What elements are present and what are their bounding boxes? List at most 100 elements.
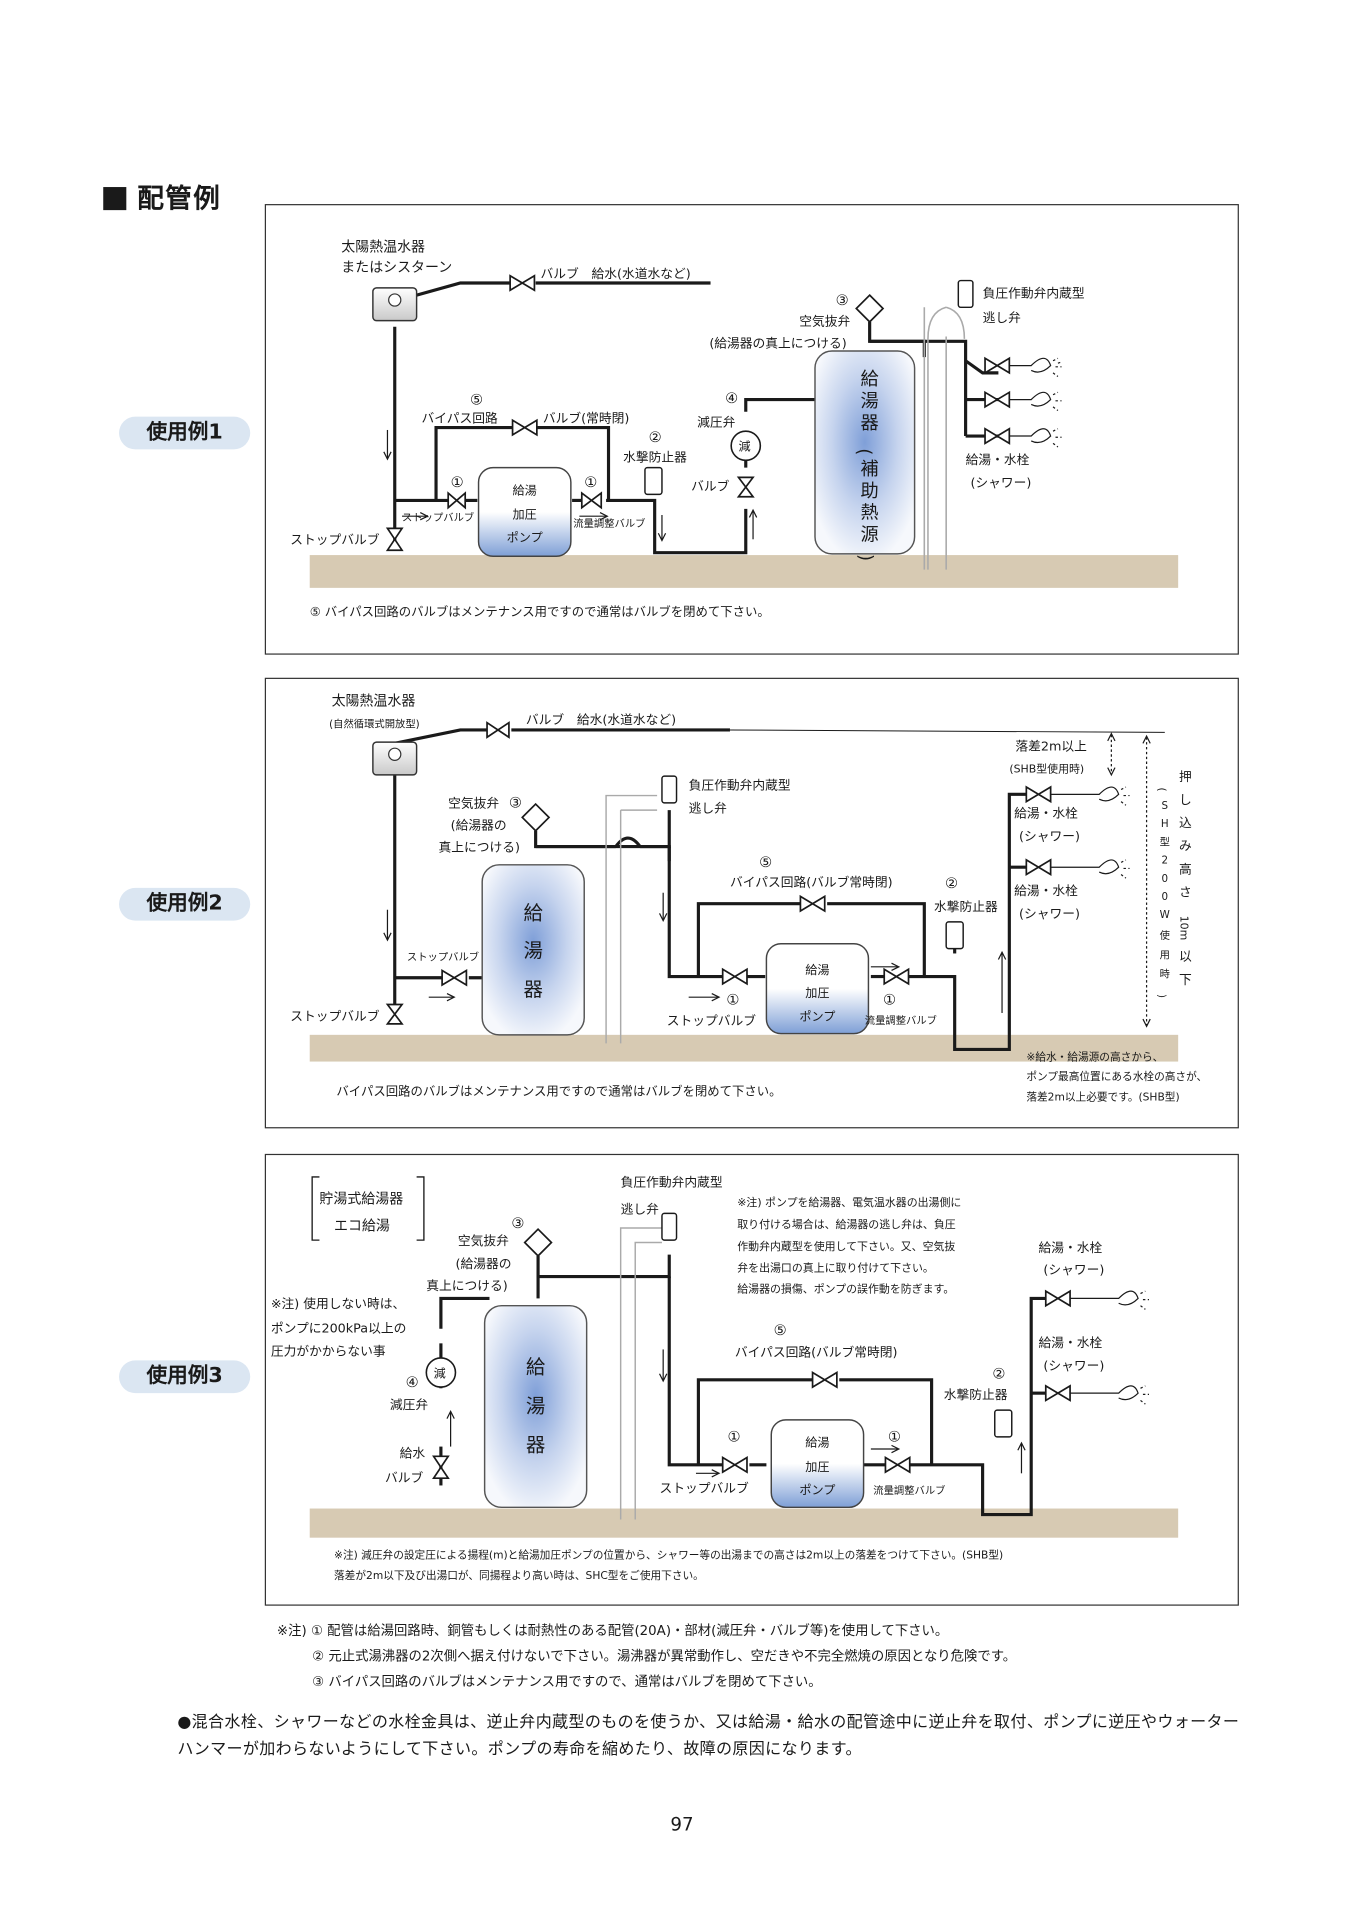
prv-number: ④ [406, 1374, 419, 1391]
water-heater-tank [483, 1304, 588, 1509]
vertical-char: W [1160, 909, 1170, 921]
air-vent-note-2: 真上につける) [438, 840, 519, 855]
relief-valve-label-2: 逃し弁 [983, 311, 1021, 326]
labels-2: 太陽熱温水器 (自然循環式開放型) バルブ 給水(水道水など) ③ 空気抜弁 (… [290, 694, 1207, 1104]
bypass-number: ⑤ [774, 1322, 787, 1339]
relief-pipe [619, 1227, 662, 1520]
diagram-panel-2: 太陽熱温水器 (自然循環式開放型) バルブ 給水(水道水など) ③ 空気抜弁 (… [264, 677, 1239, 1129]
flow-arrows [383, 429, 758, 542]
vertical-char: 時 [1160, 969, 1170, 981]
supply-valve-label: バルブ 給水(水道水など) [526, 712, 676, 728]
shower-head-icons [1009, 357, 1062, 448]
heater-vertical-label: 給 湯 器 [523, 901, 543, 1001]
vertical-char: し [1179, 793, 1192, 808]
vertical-char: 使 [1160, 929, 1171, 942]
flow-valve-label: 流量調整バルブ [865, 1014, 937, 1027]
flow-valve-label: 流量調整バルブ [873, 1484, 945, 1497]
hammer-number: ② [992, 1366, 1005, 1383]
relief-valve-label: 負圧作動弁内蔵型 [621, 1175, 723, 1191]
heater-char: 源 [861, 524, 879, 545]
bypass-number: ⑤ [470, 391, 483, 408]
caution-1: ※注) ポンプを給湯器、電気温水器の出湯側に [737, 1195, 961, 1209]
footnote-1: ※注) ① 配管は給湯回路時、銅管もしくは耐熱性のある配管(20A)・部材(減圧… [276, 1622, 949, 1639]
shower-head-icons [1050, 786, 1130, 879]
vertical-char: ) [1156, 994, 1168, 998]
stop-number: ① [726, 991, 739, 1008]
relief-valve-label: 負圧作動弁内蔵型 [689, 777, 791, 793]
piping-diagram-3: 貯湯式給湯器 エコ給湯 負圧作動弁内蔵型 逃し弁 ③ 空気抜弁 (給湯器の 真上… [271, 1175, 1179, 1582]
tap-label-2: 給湯・水栓 [1038, 1336, 1102, 1351]
pump-label-1: 給湯 [805, 1436, 829, 1450]
air-vent-note-2: 真上につける) [426, 1279, 507, 1294]
vertical-char: ( [1156, 787, 1168, 791]
drop-sublabel: (SHB型使用時) [1009, 761, 1084, 775]
solar-heater-label: 太陽熱温水器 [341, 239, 425, 255]
square-bullet-icon [103, 187, 127, 211]
pump-label-3: ポンプ [507, 531, 543, 545]
bracket-icons [311, 1176, 425, 1241]
stop-number: ① [451, 474, 464, 491]
relief-valve-label-2: 逃し弁 [689, 802, 727, 817]
piping-diagram-2: 太陽熱温水器 (自然循環式開放型) バルブ 給水(水道水など) ③ 空気抜弁 (… [290, 694, 1207, 1104]
shower-head-icons [1070, 1290, 1150, 1405]
heater-char: 器 [523, 978, 542, 1001]
panel-note-1: ※注) 減圧弁の設定圧による揚程(m)と給湯加圧ポンプの位置から、シャワー等の出… [334, 1548, 1003, 1561]
booster-pump [770, 1419, 865, 1509]
stop-valve-label: ストップバルブ [402, 511, 474, 524]
water-hammer-arrester-icon [994, 1409, 1013, 1438]
valve-icons [432, 1227, 1071, 1480]
water-heater-tank [481, 864, 585, 1036]
hammer-number: ② [649, 429, 662, 446]
warning-2: ポンプに200kPa以上の [271, 1321, 407, 1336]
vertical-char: 以 [1179, 950, 1192, 965]
main-stop-label: ストップバルブ [290, 1008, 379, 1024]
heater-vertical-label: 給 湯 器 [526, 1356, 546, 1457]
shower-label: (シャワー) [1019, 830, 1080, 845]
prv-label: 減圧弁 [697, 414, 735, 430]
caution-3: 作動弁内蔵型を使用して下さい。又、空気抜 [737, 1239, 955, 1253]
heater-char: 給 [526, 1356, 546, 1379]
side-note-1: ※給水・給湯源の高さから、 [1026, 1050, 1163, 1063]
water-hammer-arrester-icon [644, 466, 663, 496]
side-note-2: ポンプ最高位置にある水栓の高さが、 [1026, 1070, 1207, 1083]
heater-char: 湯 [861, 391, 879, 412]
shower-label-2: (シャワー) [1019, 907, 1080, 922]
vertical-char: 型 [1160, 835, 1170, 848]
pressure-reducing-valve-icon [730, 430, 762, 462]
prv-mark: 減 [738, 439, 750, 454]
example-3-badge: 使用例3 [119, 1360, 251, 1394]
air-vent-label: 空気抜弁 [799, 314, 850, 330]
prv-label: 減圧弁 [390, 1397, 428, 1413]
bypass-label: バイパス回路 [421, 411, 497, 427]
drop-label: 落差2m以上 [1015, 740, 1087, 755]
supply-label: 給水 [400, 1447, 426, 1462]
heater-char: 給 [523, 901, 543, 924]
labels-3: 貯湯式給湯器 エコ給湯 負圧作動弁内蔵型 逃し弁 ③ 空気抜弁 (給湯器の 真上… [271, 1175, 1104, 1582]
water-hammer-arrester-icon [945, 921, 964, 950]
shower-label-2: (シャワー) [1043, 1359, 1104, 1374]
heater-char: ) [855, 554, 876, 561]
supply-valve-label: バルブ 給水(水道水など) [540, 266, 690, 282]
supply-valve-label: バルブ [385, 1470, 423, 1486]
pipes [393, 728, 1027, 1051]
cistern-label: またはシスターン [341, 260, 452, 276]
prv-number: ④ [725, 390, 738, 407]
vent-number: ③ [511, 1215, 524, 1232]
air-vent-note-1: (給湯器の [455, 1257, 511, 1272]
section-heading: 配管例 [103, 177, 221, 216]
panel-note: バイパス回路のバルブはメンテナンス用ですので通常はバルブを閉めて下さい。 [336, 1084, 781, 1099]
shower-label: (シャワー) [970, 476, 1031, 491]
booster-pump [765, 943, 870, 1035]
side-note-3: 落差2m以上必要です。(SHB型) [1026, 1090, 1179, 1103]
panel-note-2: 落差が2m以下及び出湯口が、同揚程より高い時は、SHC型をご使用下さい。 [334, 1569, 704, 1582]
heater-char: 熱 [861, 503, 879, 524]
heater-char: 助 [861, 481, 879, 502]
relief-pipe [927, 306, 966, 570]
vertical-char: 用 [1160, 949, 1170, 961]
footnotes: ※注) ① 配管は給湯回路時、銅管もしくは耐熱性のある配管(20A)・部材(減圧… [277, 1618, 1016, 1695]
side-stop-label: ストップバルブ [407, 951, 479, 964]
relief-valve-icon [957, 279, 974, 309]
hammer-label: 水撃防止器 [934, 899, 998, 915]
stop-valve-label: ストップバルブ [660, 1481, 749, 1497]
